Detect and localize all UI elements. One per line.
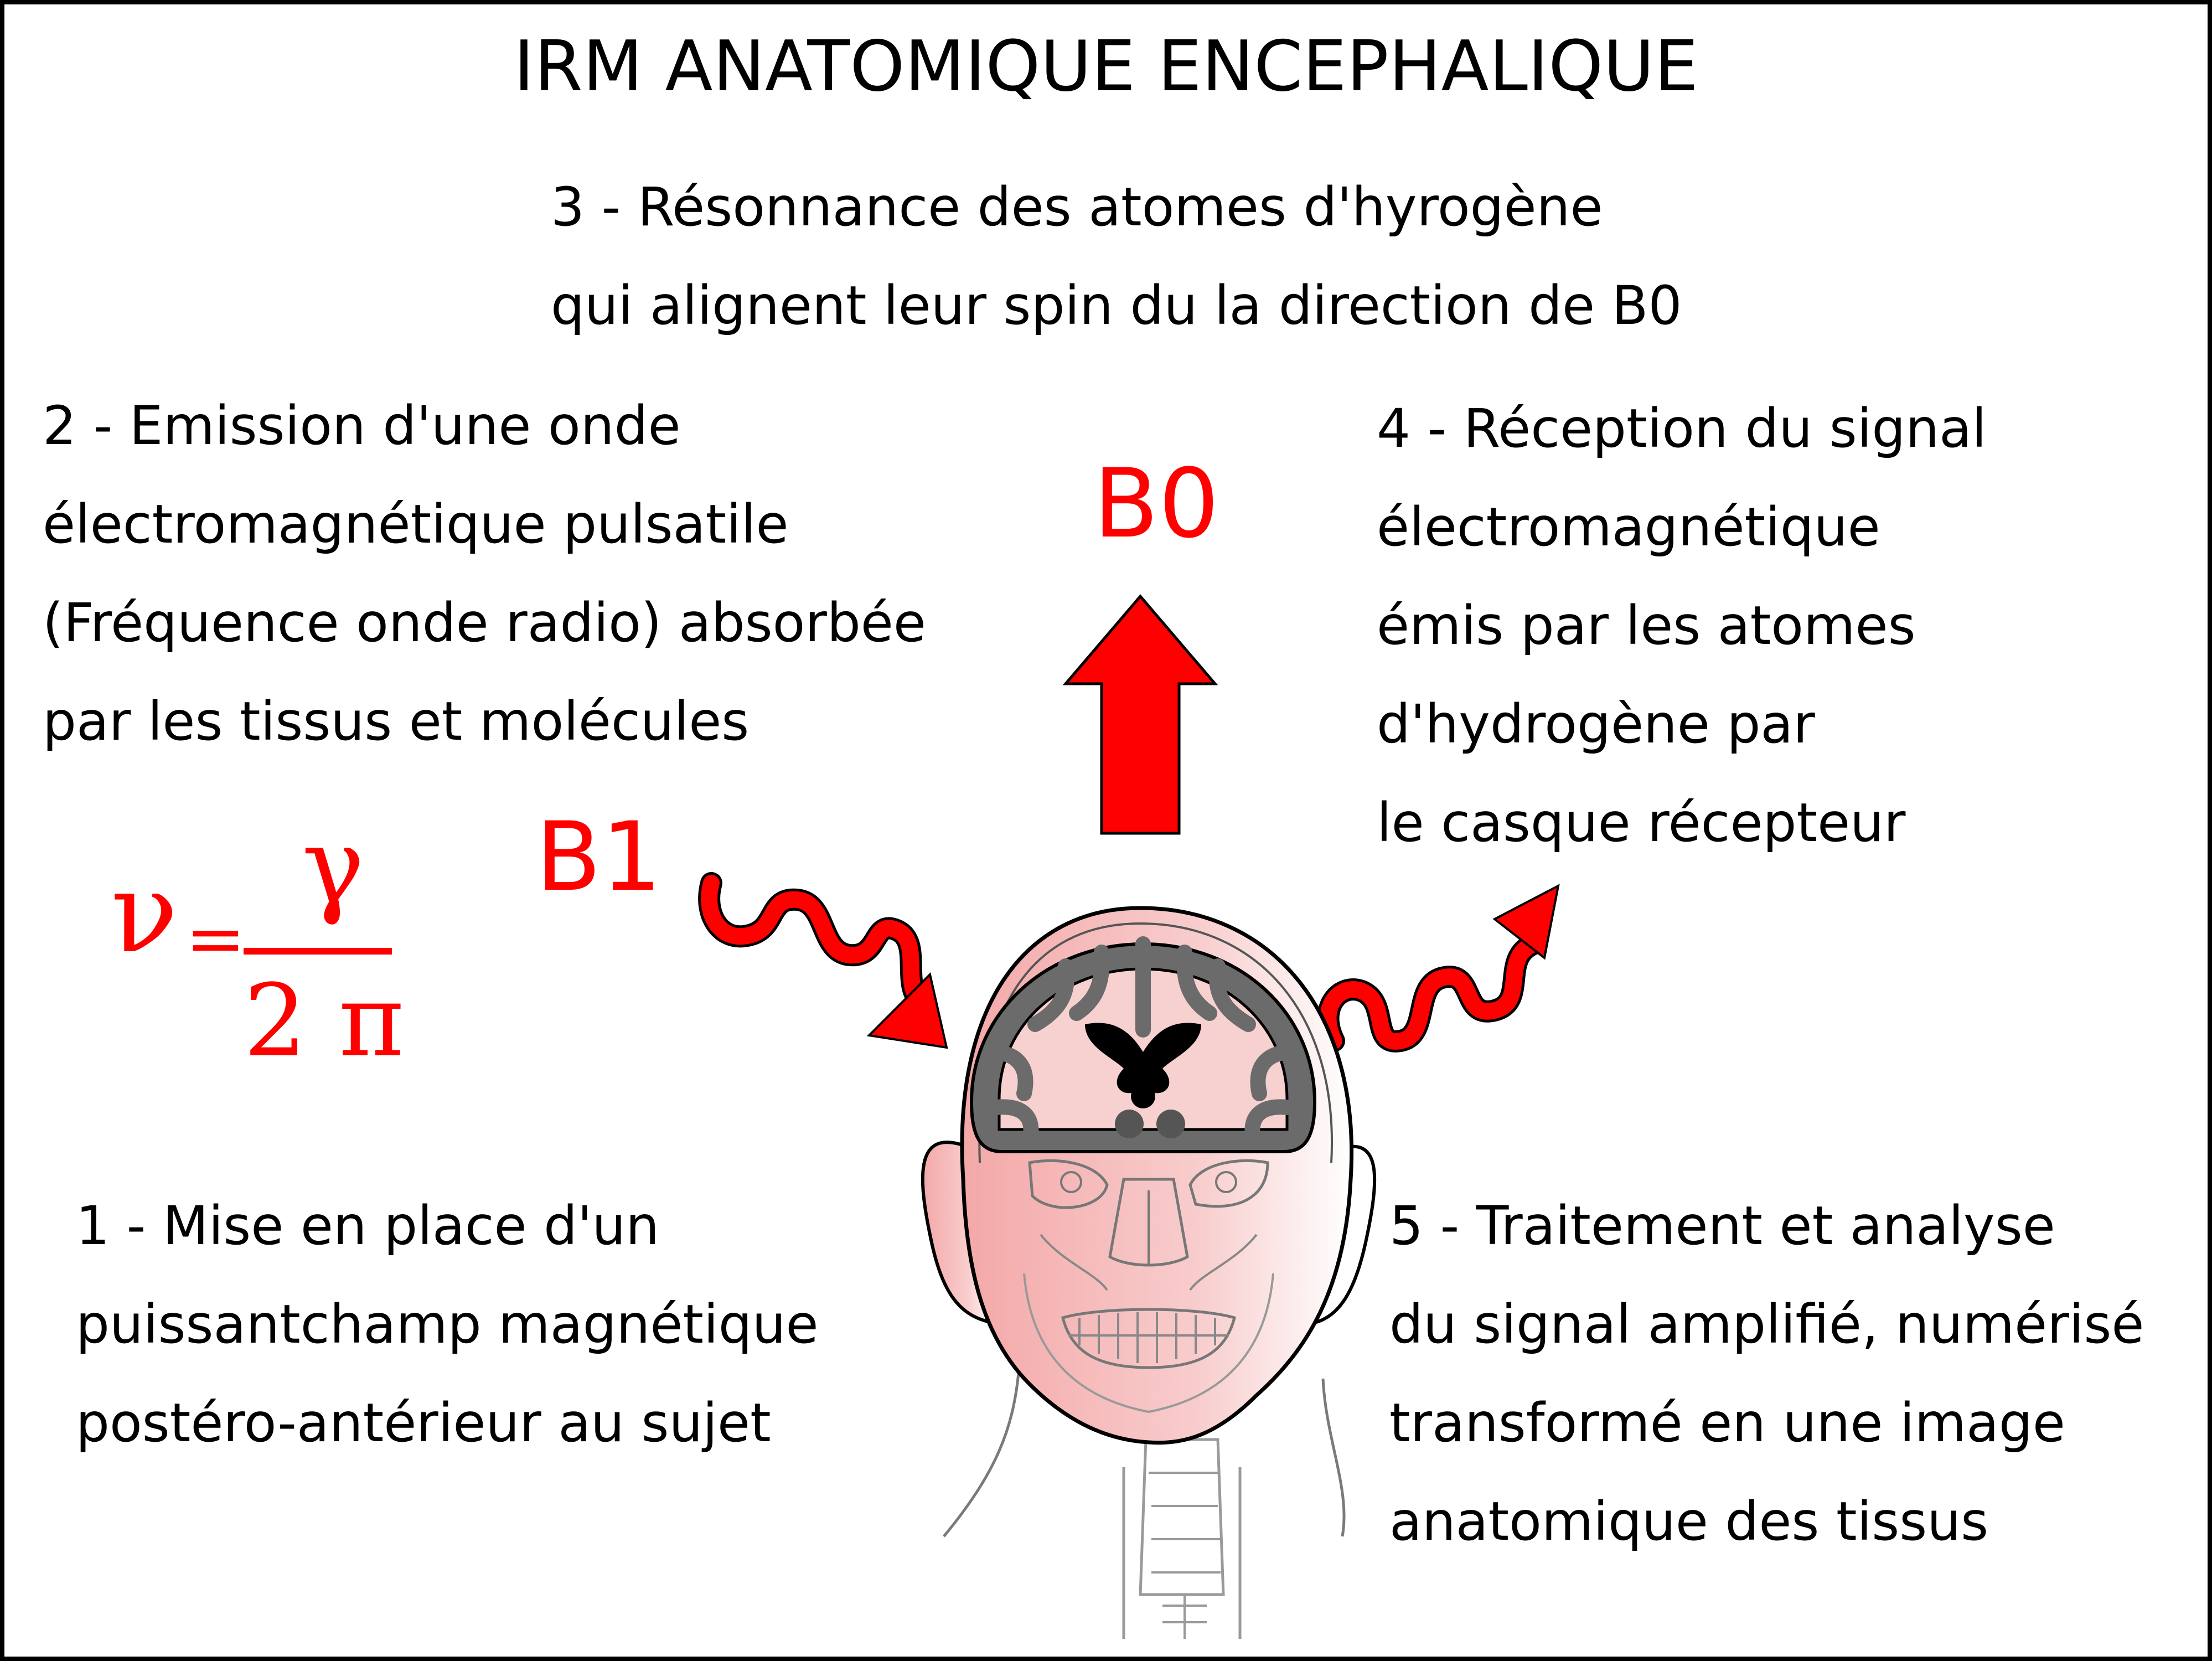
step-3-text: 3 - Résonnance des atomes d'hyrogène qui… (551, 158, 1682, 355)
step-4-line-3: émis par les atomes (1377, 595, 1916, 657)
step-4-line-4: d'hydrogène par (1377, 693, 1815, 755)
step-2-line-3: (Fréquence onde radio) absorbée (43, 592, 926, 654)
head-anatomy-icon (921, 906, 1377, 1639)
step-2-line-2: électromagnétique pulsatile (43, 493, 789, 555)
b0-label: B0 (1093, 448, 1219, 559)
page-title: IRM ANATOMIQUE ENCEPHALIQUE (513, 25, 1699, 107)
formula-numerator: γ (302, 805, 365, 927)
step-1-line-2: puissantchamp magnétique (76, 1293, 819, 1355)
signal-wave-arrow-icon (1317, 884, 1560, 1053)
step-1-text: 1 - Mise en place d'un puissantchamp mag… (76, 1177, 819, 1472)
b0-arrow-icon (1062, 594, 1218, 835)
step-2-line-1: 2 - Emission d'une onde (43, 395, 681, 457)
step-5-text: 5 - Traitement et analyse du signal ampl… (1389, 1177, 2144, 1571)
b1-wave-arrow-icon (698, 872, 948, 1049)
step-2-text: 2 - Emission d'une onde électromagnétiqu… (43, 376, 926, 771)
step-2-line-4: par les tissus et molécules (43, 690, 750, 752)
step-3-line-1: 3 - Résonnance des atomes d'hyrogène (551, 176, 1603, 238)
formula-fraction-bar (244, 948, 392, 955)
formula-nu: ν (111, 849, 178, 978)
step-5-line-2: du signal amplifié, numérisé (1389, 1293, 2144, 1355)
step-5-line-3: transformé en une image (1389, 1392, 2065, 1454)
step-5-line-1: 5 - Traitement et analyse (1389, 1195, 2055, 1257)
b1-label: B1 (536, 801, 662, 912)
step-4-line-5: le casque récepteur (1377, 792, 1906, 854)
step-5-line-4: anatomique des tissus (1389, 1490, 1989, 1552)
formula-equals: = (185, 896, 246, 981)
step-1-line-3: postéro-antérieur au sujet (76, 1392, 771, 1454)
step-3-line-2: qui alignent leur spin du la direction d… (551, 275, 1682, 337)
step-1-line-1: 1 - Mise en place d'un (76, 1195, 660, 1257)
step-4-line-1: 4 - Réception du signal (1377, 398, 1987, 460)
formula-denominator: 2 π (244, 963, 405, 1079)
step-4-text: 4 - Réception du signal électromagnétiqu… (1377, 379, 1987, 872)
step-4-line-2: électromagnétique (1377, 496, 1880, 558)
